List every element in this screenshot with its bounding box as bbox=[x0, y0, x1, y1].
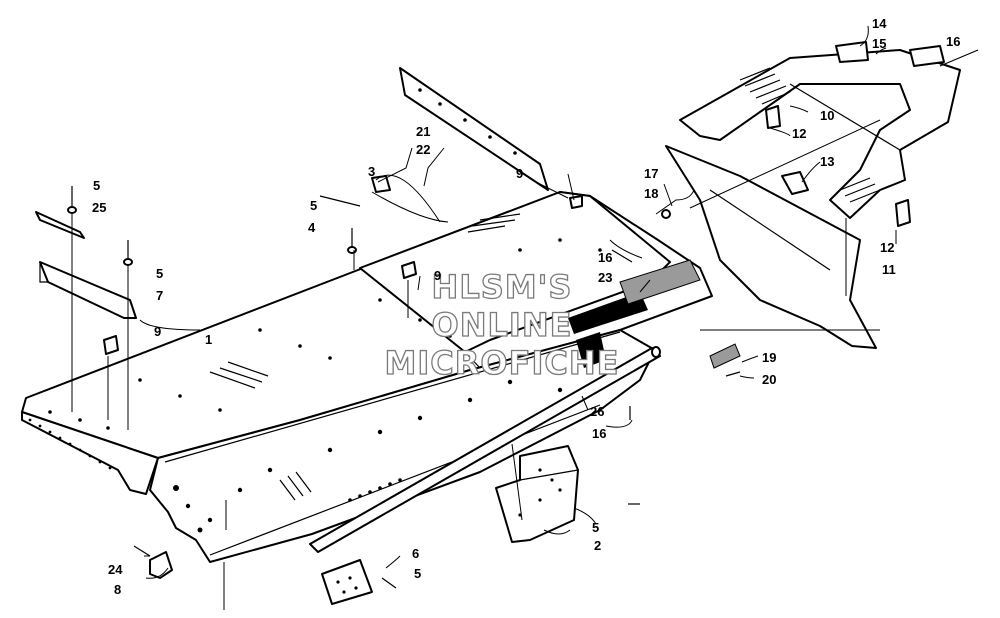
rod-part-26 bbox=[309, 346, 661, 553]
clamp-part-8 bbox=[149, 551, 173, 579]
leader-lines bbox=[71, 25, 897, 610]
callout-23: 23 bbox=[598, 270, 612, 285]
callout-5: 5 bbox=[93, 178, 100, 193]
callout-10: 10 bbox=[820, 108, 834, 123]
callout-5: 5 bbox=[592, 520, 599, 535]
callout-17: 17 bbox=[644, 166, 658, 181]
decal-part-23 bbox=[619, 259, 701, 305]
k-decal bbox=[576, 332, 606, 368]
callout-22: 22 bbox=[416, 142, 430, 157]
callout-7: 7 bbox=[156, 288, 163, 303]
callout-5: 5 bbox=[310, 198, 317, 213]
callout-18: 18 bbox=[644, 186, 658, 201]
callout-16: 16 bbox=[946, 34, 960, 49]
callout-24: 24 bbox=[108, 562, 123, 577]
callout-21: 21 bbox=[416, 124, 430, 139]
callout-20: 20 bbox=[762, 372, 776, 387]
callouts: 1 2 3 4 5 5 5 5 5 6 7 8 9 9 9 10 11 12 1… bbox=[92, 16, 960, 597]
flap-part-3 bbox=[399, 67, 549, 191]
watermark: HLSM'S ONLINE MICROFICHE bbox=[384, 267, 620, 382]
callout-15: 15 bbox=[872, 36, 886, 51]
callout-5: 5 bbox=[156, 266, 163, 281]
label-part-14 bbox=[835, 41, 869, 63]
callout-12: 12 bbox=[792, 126, 806, 141]
bracket-part-25 bbox=[35, 211, 85, 239]
callout-26: 26 bbox=[590, 404, 604, 419]
label-part-15 bbox=[909, 45, 945, 67]
watermark-line-3: MICROFICHE bbox=[385, 344, 620, 382]
callout-1: 1 bbox=[205, 332, 212, 347]
callout-4: 4 bbox=[308, 220, 316, 235]
callout-11: 11 bbox=[882, 262, 896, 277]
plate-part-6 bbox=[321, 559, 373, 605]
callout-13: 13 bbox=[820, 154, 834, 169]
callout-14: 14 bbox=[872, 16, 887, 31]
bumper-part-10 bbox=[679, 49, 961, 219]
callout-9: 9 bbox=[516, 166, 523, 181]
nut-part-13 bbox=[781, 171, 809, 195]
callout-2: 2 bbox=[594, 538, 601, 553]
bracket-part-7 bbox=[39, 261, 137, 319]
callout-16: 16 bbox=[598, 250, 612, 265]
washer-part-17 bbox=[661, 209, 671, 219]
callout-6: 6 bbox=[412, 546, 419, 561]
decal-part-19 bbox=[709, 343, 741, 369]
tunnel-part-1 bbox=[21, 191, 713, 563]
snowflap-part-11 bbox=[665, 145, 877, 349]
callout-9: 9 bbox=[434, 268, 441, 283]
fasteners bbox=[67, 49, 979, 589]
watermark-line-1: HLSM'S bbox=[432, 268, 573, 306]
bracket-part-2 bbox=[495, 445, 579, 543]
callout-25: 25 bbox=[92, 200, 106, 215]
callout-16: 16 bbox=[592, 426, 606, 441]
clips-part-12 bbox=[765, 105, 911, 227]
watermark-line-2: ONLINE bbox=[432, 306, 573, 344]
callout-12: 12 bbox=[880, 240, 894, 255]
callout-9: 9 bbox=[154, 324, 161, 339]
callout-5: 5 bbox=[414, 566, 421, 581]
caps-part-9 bbox=[103, 195, 583, 355]
callout-19: 19 bbox=[762, 350, 776, 365]
callout-3: 3 bbox=[368, 164, 375, 179]
callout-8: 8 bbox=[114, 582, 121, 597]
